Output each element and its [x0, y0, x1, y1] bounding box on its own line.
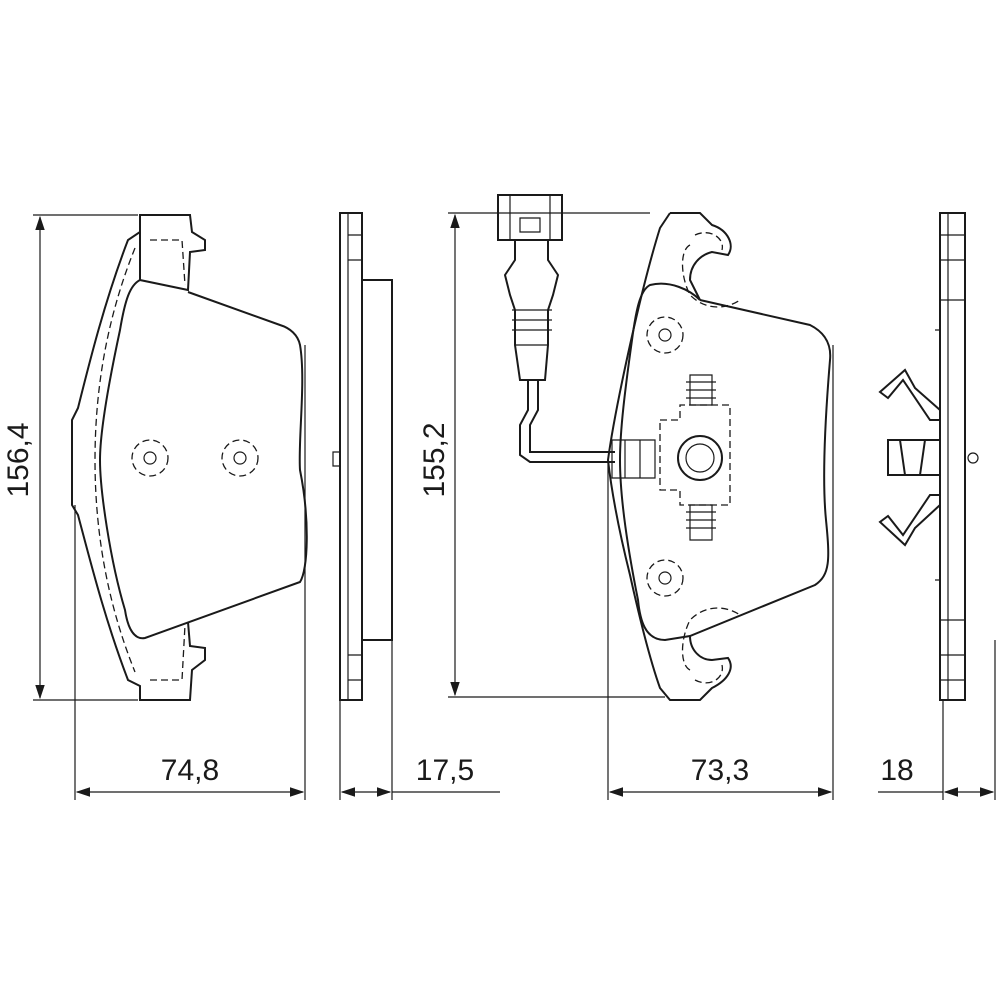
right-pad-height-label: 155,2	[418, 422, 451, 497]
left-pad-side-view	[332, 212, 393, 701]
left-pad-thickness-label: 17,5	[416, 754, 474, 787]
right-pad-width-label: 73,3	[691, 754, 749, 787]
left-pad-width-label: 74,8	[161, 754, 219, 787]
left-pad-front-view	[71, 214, 308, 701]
dimension-lines	[33, 212, 996, 800]
right-pad-thickness-label: 18	[880, 754, 913, 787]
right-pad-front-view	[497, 194, 832, 701]
right-pad-side-view	[878, 212, 979, 701]
left-pad-height-label: 156,4	[2, 422, 35, 497]
